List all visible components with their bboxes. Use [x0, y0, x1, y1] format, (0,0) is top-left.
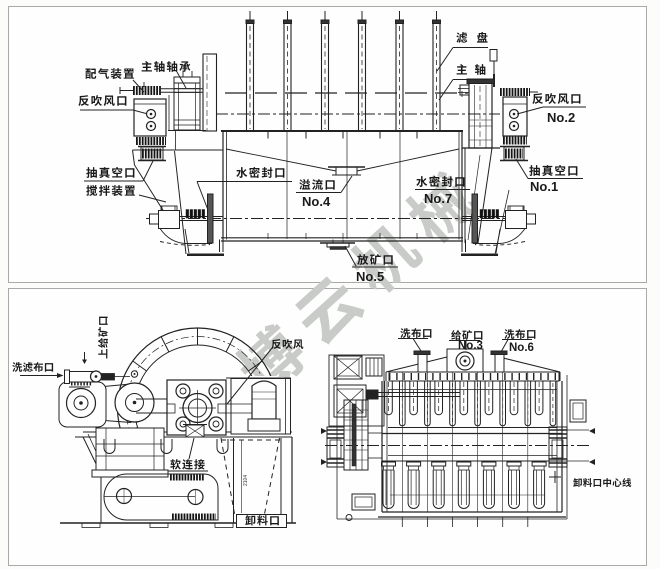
svg-text:No.7: No.7: [424, 191, 452, 206]
svg-text:No.1: No.1: [530, 179, 558, 194]
svg-text:2104: 2104: [243, 475, 249, 486]
svg-text:No.3: No.3: [458, 340, 483, 352]
svg-text:No.5: No.5: [356, 269, 384, 284]
svg-text:No.4: No.4: [302, 194, 331, 209]
svg-text:No.6: No.6: [509, 342, 534, 354]
svg-text:No.2: No.2: [547, 110, 575, 125]
